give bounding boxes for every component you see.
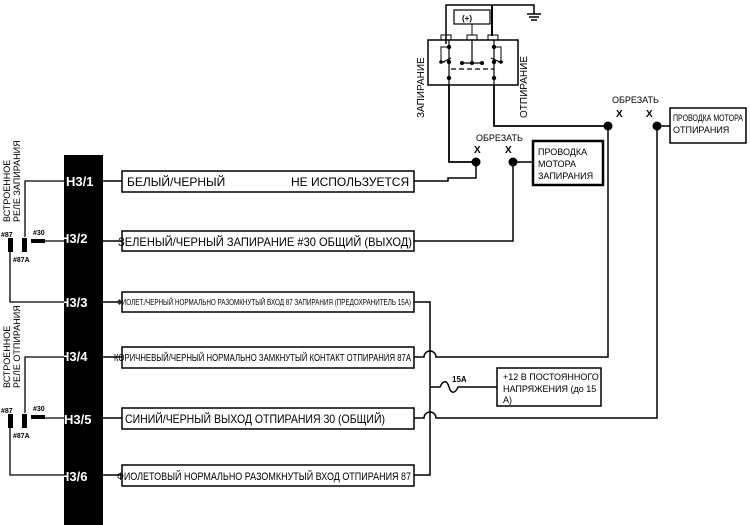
unlock-motor-splice-dot [652, 121, 662, 131]
cut-x-mark: X [646, 109, 653, 120]
lock-relay-87a-wire [24, 180, 64, 237]
wire-label-h3-3: ФИОЛЕТ./ЧЕРНЫЙ НОРМАЛЬНО РАЗОМКНУТЫЙ ВХО… [117, 298, 411, 307]
lock-relay-87-wire [9, 245, 64, 303]
unlock-relay-30-label: #30 [33, 406, 45, 413]
pin-label-h3-6: H3/6 [60, 469, 87, 484]
unlock-relay-87-contact [8, 414, 13, 428]
unlock-relay-87a-label: #87A [13, 433, 30, 440]
fuse-label: 15A [452, 375, 467, 384]
unlock-relay-30-contact [31, 415, 45, 419]
lock-relay-87-contact [8, 238, 13, 252]
lock-relay-30-contact [31, 239, 45, 243]
power-source-box [496, 367, 602, 407]
unlock-splice-dot [603, 121, 613, 131]
actuator-lock-label: ЗАПИРАНИЕ [416, 57, 427, 118]
lock-motor-label-3: ЗАПИРАНИЯ [538, 171, 593, 181]
lock-motor-label-1: ПРОВОДКА [538, 147, 587, 157]
wire-label-h3-5: СИНИЙ/ЧЕРНЫЙ ВЫХОД ОТПИРАНИЯ 30 (ОБЩИЙ) [125, 411, 385, 426]
lock-relay-87a-label: #87A [13, 257, 30, 264]
wire-h3-5-trace [414, 125, 670, 419]
fused-power-bus [414, 301, 431, 476]
unlock-motor-label-1: ПРОВОДКА МОТОРА [673, 113, 743, 123]
wire-h3-4-trace [414, 126, 609, 358]
wire-h3-1-trace [414, 162, 477, 182]
lock-relay-87a-contact [22, 238, 27, 252]
unlock-relay-87a-wire [24, 356, 64, 413]
unlock-relay-87a-contact [22, 414, 27, 428]
wire-label-h3-1-color: БЕЛЫЙ/ЧЕРНЫЙ [127, 174, 225, 189]
unlock-relay-87-label: #87 [1, 408, 13, 415]
cut-label-lock: ОБРЕЗАТЬ [476, 133, 523, 143]
actuator-unlock-label: ОТПИРАНИЕ [519, 56, 530, 118]
door-lock-actuator [427, 39, 519, 86]
lock-motor-splice-dot [508, 157, 518, 167]
cut-x-mark: X [505, 145, 512, 156]
pin-label-h3-1: H3/1 [66, 174, 93, 189]
lock-motor-label-2: МОТОРА [538, 159, 576, 169]
unlock-relay-87-wire [9, 421, 64, 476]
pin-label-h3-3: H3/3 [60, 295, 87, 310]
pin-label-h3-2: H3/2 [60, 231, 87, 246]
cut-x-mark: X [616, 109, 623, 120]
lock-motor-box [531, 139, 605, 187]
connector-h3 [64, 155, 103, 525]
wire-label-h3-4: КОРИЧНЕВЫЙ/ЧЕРНЫЙ НОРМАЛЬНО ЗАМКНУТЫЙ КО… [114, 351, 411, 364]
unlock-relay-title-2: РЕЛЕ ОТПИРАНИЯ [12, 305, 22, 388]
wire-label-h3-2: ЗЕЛЕНЫЙ/ЧЕРНЫЙ ЗАПИРАНИЕ #30 ОБЩИЙ (ВЫХО… [118, 234, 412, 249]
power-label-1: +12 В ПОСТОЯННОГО [503, 372, 599, 382]
cut-x-mark: X [474, 145, 481, 156]
lock-relay-title-2: РЕЛЕ ЗАПИРАНИЯ [12, 140, 22, 222]
unlock-relay-title-1: ВСТРОЕННОЕ [2, 326, 12, 388]
unlock-motor-box [669, 107, 747, 144]
pin-label-h3-5: H3/5 [64, 412, 91, 427]
ground-icon [527, 13, 541, 21]
lock-relay-title-1: ВСТРОЕННОЕ [2, 160, 12, 222]
cut-label-unlock: ОБРЕЗАТЬ [612, 95, 659, 105]
wire-label-h3-1-status: НЕ ИСПОЛЬЗУЕТСЯ [291, 175, 409, 189]
actuator-unlock-wire [493, 85, 608, 127]
lock-relay-87-label: #87 [1, 232, 13, 239]
power-label-3: А) [503, 395, 512, 405]
pin-label-h3-4: H3/4 [60, 349, 88, 364]
actuator-lock-wire [448, 85, 476, 163]
actuator-top-wire [445, 4, 535, 44]
wire-label-h3-6: ФИОЛЕТОВЫЙ НОРМАЛЬНО РАЗОМКНУТЫЙ ВХОД ОТ… [117, 470, 411, 483]
fuse-15a [430, 381, 497, 393]
unlock-motor-label-2: ОТПИРАНИЯ [673, 125, 729, 135]
actuator-power-box [453, 9, 491, 25]
wire-h3-2-trace [414, 162, 514, 242]
actuator-power-label: (+) [462, 14, 472, 23]
lock-splice-dot [471, 157, 481, 167]
power-label-2: НАПРЯЖЕНИЯ (до 15 [503, 384, 596, 394]
lock-relay-30-label: #30 [33, 230, 45, 237]
